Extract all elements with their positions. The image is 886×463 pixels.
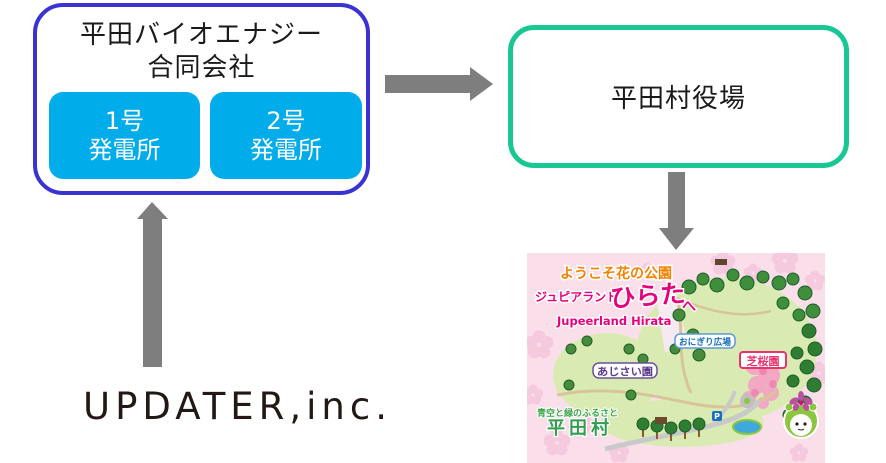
map-parking-sign: P bbox=[712, 411, 722, 421]
map-village-name: 平田村 bbox=[547, 417, 613, 439]
park-map-image: P ようこそ花の公園 ジュピアランド ひらた へ Jupeerland Hira… bbox=[527, 253, 825, 463]
arrow-right-icon bbox=[385, 67, 493, 101]
map-title-main: ひらた bbox=[609, 279, 686, 313]
map-label-ajisai: あじさい園 bbox=[592, 362, 658, 379]
map-label-shibazakura-text: 芝桜園 bbox=[747, 354, 780, 368]
map-roundabout bbox=[740, 394, 754, 408]
map-label-ajisai-text: あじさい園 bbox=[597, 365, 653, 378]
company-title-line1: 平田バイオエナジー bbox=[79, 20, 323, 50]
mascot-flower bbox=[789, 391, 813, 411]
company-box: 平田バイオエナジー 合同会社 1号 発電所 2号 発電所 bbox=[33, 3, 370, 195]
map-title-en: Jupeerland Hirata bbox=[556, 314, 671, 328]
map-parking-letter: P bbox=[714, 412, 720, 421]
park-areas-group bbox=[553, 278, 817, 447]
arrow-down-icon bbox=[659, 172, 694, 250]
company-title-line2: 合同会社 bbox=[147, 52, 256, 83]
plant-1-box: 1号 発電所 bbox=[49, 92, 200, 179]
plant-2-box: 2号 発電所 bbox=[210, 92, 362, 179]
map-header-group: ようこそ花の公園 ジュピアランド ひらた へ Jupeerland Hirata bbox=[534, 264, 698, 330]
plant-2-line2: 発電所 bbox=[250, 135, 322, 164]
map-label-shibazakura: 芝桜園 bbox=[739, 351, 787, 369]
updater-logo-box: UPDATER,inc. bbox=[28, 375, 447, 437]
map-welcome-text: ようこそ花の公園 bbox=[560, 265, 672, 282]
arrow-up-icon bbox=[137, 202, 168, 367]
map-mascot bbox=[783, 391, 819, 439]
park-map-svg: P ようこそ花の公園 ジュピアランド ひらた へ Jupeerland Hira… bbox=[527, 253, 825, 463]
village-office-label: 平田村役場 bbox=[610, 84, 746, 114]
map-area-labels-group: おにぎり広場 芝桜園 あじさい園 bbox=[592, 333, 787, 379]
map-village-group: 青空と緑のふるさと 平田村 bbox=[536, 406, 619, 440]
plant-2-line1: 2号 bbox=[266, 106, 306, 135]
map-title-kana: ジュピアランド bbox=[535, 290, 618, 304]
plant-1-line2: 発電所 bbox=[88, 135, 161, 164]
map-label-onigiri-text: おにぎり広場 bbox=[679, 336, 731, 348]
map-title-suffix: へ bbox=[682, 299, 696, 315]
updater-logo-text: UPDATER,inc. bbox=[83, 384, 392, 428]
map-pond bbox=[732, 419, 762, 435]
village-office-box: 平田村役場 bbox=[508, 25, 849, 168]
plant-1-line1: 1号 bbox=[104, 106, 145, 135]
company-title: 平田バイオエナジー 合同会社 bbox=[37, 19, 366, 84]
trees-group bbox=[563, 268, 823, 441]
map-label-onigiri: おにぎり広場 bbox=[674, 333, 736, 349]
map-tagline: 青空と緑のふるさと bbox=[537, 407, 618, 419]
